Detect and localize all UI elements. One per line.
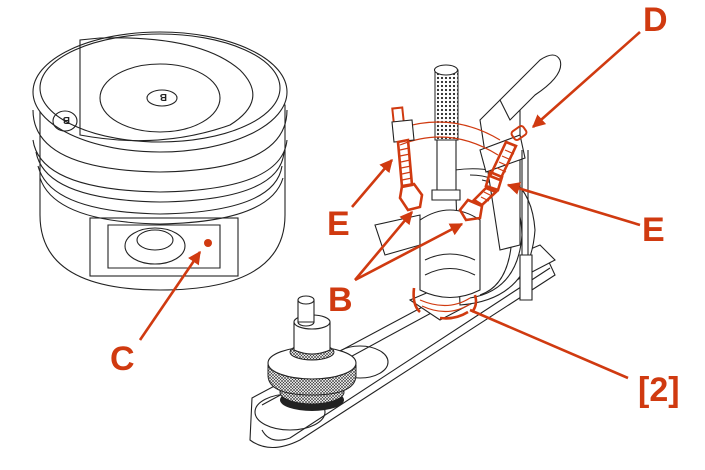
arrow-b-2 — [354, 222, 464, 282]
label-ref-2: [2] — [638, 371, 680, 409]
pin-bushing — [419, 209, 481, 298]
label-d: D — [643, 1, 668, 39]
bushing-highlight — [412, 287, 478, 320]
label-c: C — [110, 340, 135, 378]
label-e-left: E — [327, 205, 350, 243]
adjuster-knob — [267, 295, 357, 411]
label-b: B — [328, 281, 353, 319]
left-bolt — [391, 106, 424, 212]
leader-ref-2 — [469, 308, 629, 380]
label-e-right: E — [642, 211, 665, 249]
arrow-e-left — [351, 159, 393, 208]
knurled-rod — [431, 64, 461, 201]
arrow-d — [532, 31, 641, 128]
arrow-c — [138, 250, 202, 341]
callout-arrows — [138, 31, 641, 380]
arrow-b-1 — [354, 211, 413, 281]
arrow-e-right — [506, 182, 641, 227]
right-bolt — [458, 125, 528, 222]
oil-hole-marker — [204, 239, 212, 247]
piston: B B — [32, 31, 288, 291]
piston-mark-b-edge: B — [63, 114, 70, 125]
piston-mark-b-center: B — [160, 91, 167, 102]
